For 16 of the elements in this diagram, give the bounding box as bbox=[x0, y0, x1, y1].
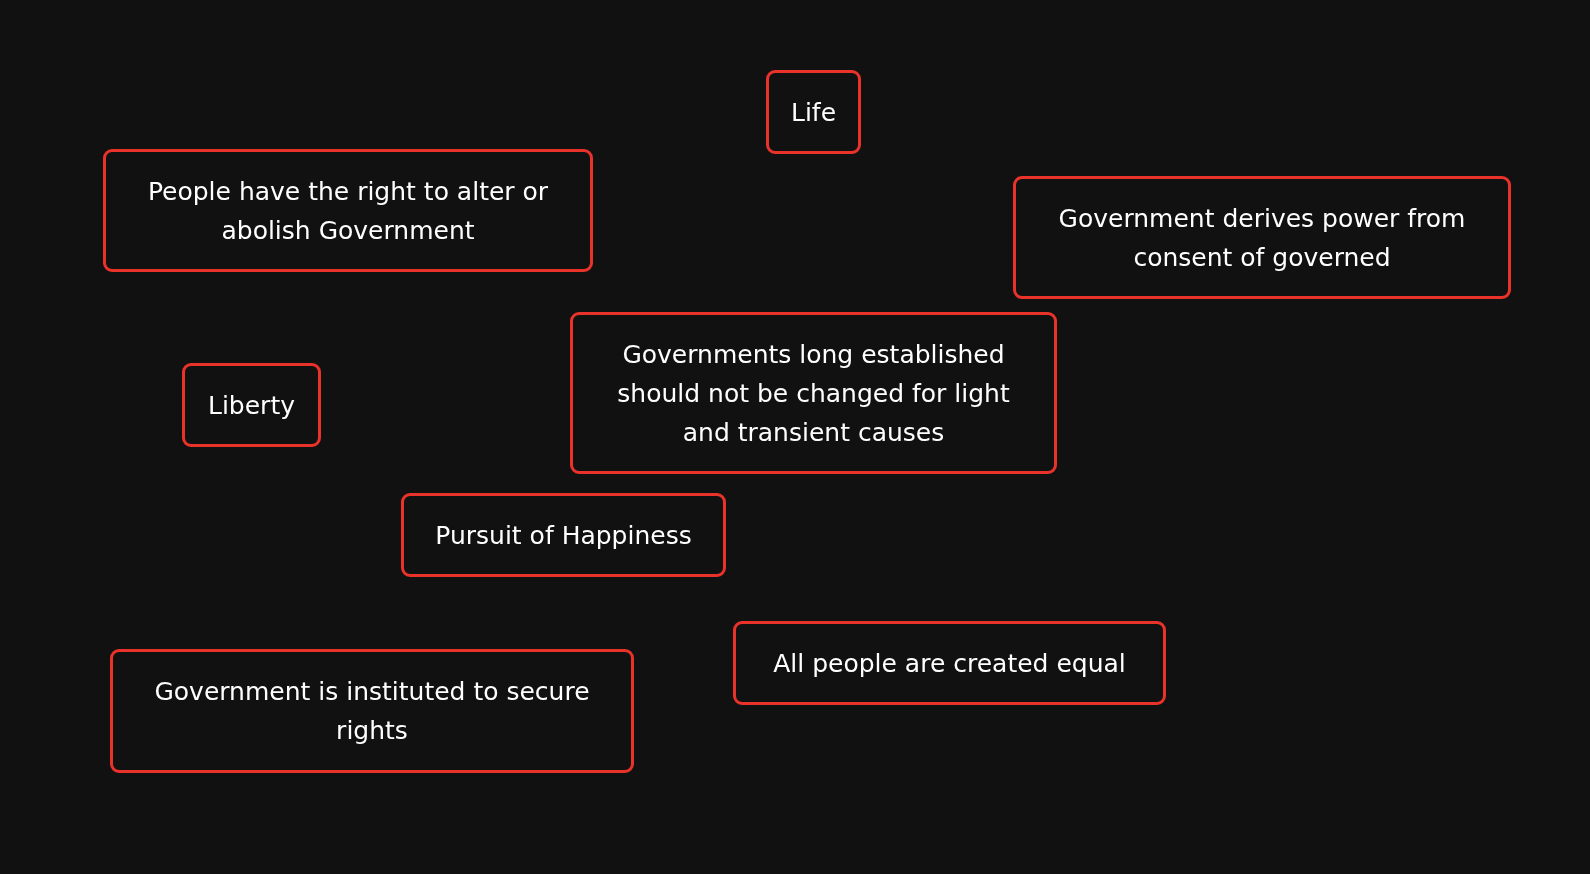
box-text: Pursuit of Happiness bbox=[435, 519, 692, 552]
box-text: All people are created equal bbox=[773, 647, 1126, 680]
box-text: Government derives power from consent of governed bbox=[1057, 202, 1467, 274]
text-box bbox=[733, 621, 1166, 705]
text-box bbox=[103, 149, 593, 272]
text-box bbox=[1013, 176, 1511, 299]
text-box bbox=[570, 312, 1057, 474]
text-box bbox=[401, 493, 726, 577]
box-text: Life bbox=[790, 96, 837, 129]
box-text: People have the right to alter or abolish Government bbox=[146, 175, 550, 247]
box-text: Government is instituted to secure rights bbox=[153, 676, 591, 747]
box-text: Governments long established should not be changed for light and transient causes bbox=[616, 338, 1011, 449]
box-text: Liberty bbox=[208, 389, 295, 422]
text-box bbox=[110, 649, 634, 773]
text-box bbox=[766, 70, 861, 154]
text-box bbox=[182, 363, 321, 447]
